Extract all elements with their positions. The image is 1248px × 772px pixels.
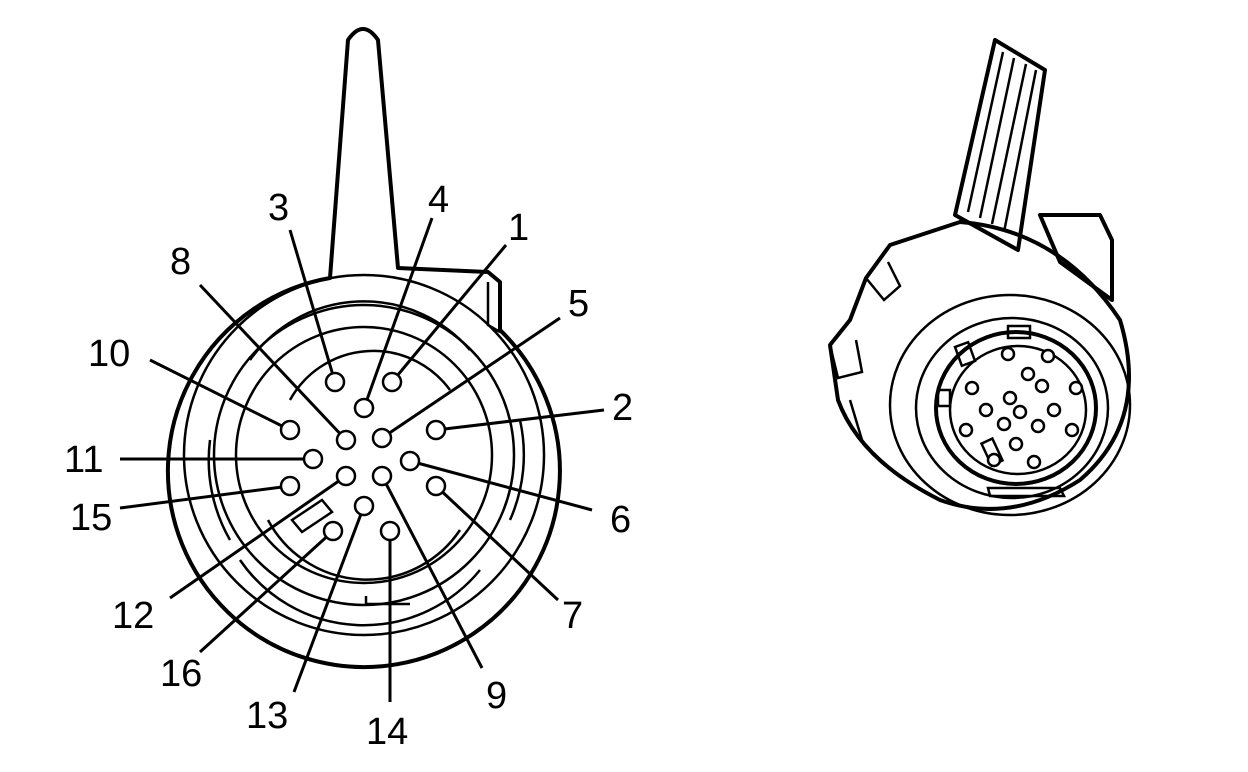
pin-2	[425, 419, 447, 441]
pin-label-11: 11	[64, 439, 103, 481]
pin-label-2: 2	[612, 387, 633, 429]
face-rings	[182, 273, 546, 637]
pin-15	[279, 475, 301, 497]
pin-7	[425, 475, 447, 497]
locking-lever	[953, 38, 1047, 252]
bottom-notch	[364, 596, 410, 606]
isometric-pins	[958, 346, 1084, 470]
pin-label-6: 6	[610, 499, 631, 541]
face-pins	[279, 371, 447, 542]
pin-9	[371, 465, 393, 487]
pin-label-9: 9	[486, 675, 507, 717]
pin-label-15: 15	[70, 497, 112, 539]
pin-label-1: 1	[508, 207, 529, 249]
pin-labels: 1 2 3 4 5 6 7 8 9 10 11 12 13 14 15 16	[64, 179, 633, 753]
pin-13	[353, 495, 375, 517]
housing-lip	[986, 486, 1067, 498]
pin-3	[324, 371, 346, 393]
outer-collar	[888, 293, 1132, 517]
pin-label-14: 14	[366, 711, 408, 753]
connector-housing-outline	[165, 27, 562, 670]
pin-label-16: 16	[160, 653, 202, 695]
pin-4	[353, 397, 375, 419]
mid-collar	[914, 316, 1110, 500]
pin-6	[399, 450, 421, 472]
pin-label-4: 4	[428, 179, 449, 221]
pin-label-7: 7	[562, 595, 583, 637]
connector-isometric-view	[828, 38, 1132, 517]
pin-16	[322, 520, 344, 542]
pin-11	[302, 448, 324, 470]
pin-10	[279, 419, 301, 441]
pin-label-3: 3	[268, 187, 289, 229]
leader-lines	[119, 217, 605, 702]
pin-label-5: 5	[568, 283, 589, 325]
pin-1	[381, 371, 403, 393]
pin-8	[335, 429, 357, 451]
pin-5	[371, 427, 393, 449]
insert-face	[948, 344, 1088, 476]
pin-label-13: 13	[246, 695, 288, 737]
pin-label-12: 12	[112, 595, 154, 637]
inner-collar	[934, 330, 1098, 486]
key-notch-top	[1006, 324, 1032, 340]
pin-label-8: 8	[170, 241, 191, 283]
pin-label-10: 10	[88, 333, 130, 375]
connector-face-view: 1 2 3 4 5 6 7 8 9 10 11 12 13 14 15 16	[64, 27, 633, 753]
isometric-housing	[828, 220, 1131, 511]
key-notch-side	[936, 388, 952, 408]
side-clip-lower	[828, 339, 864, 380]
side-clip-upper	[865, 261, 902, 302]
locator-mark	[290, 498, 334, 534]
pin-14	[379, 520, 401, 542]
pin-12	[335, 465, 357, 487]
key-notch-left	[953, 340, 977, 368]
latch-block	[1038, 213, 1114, 302]
